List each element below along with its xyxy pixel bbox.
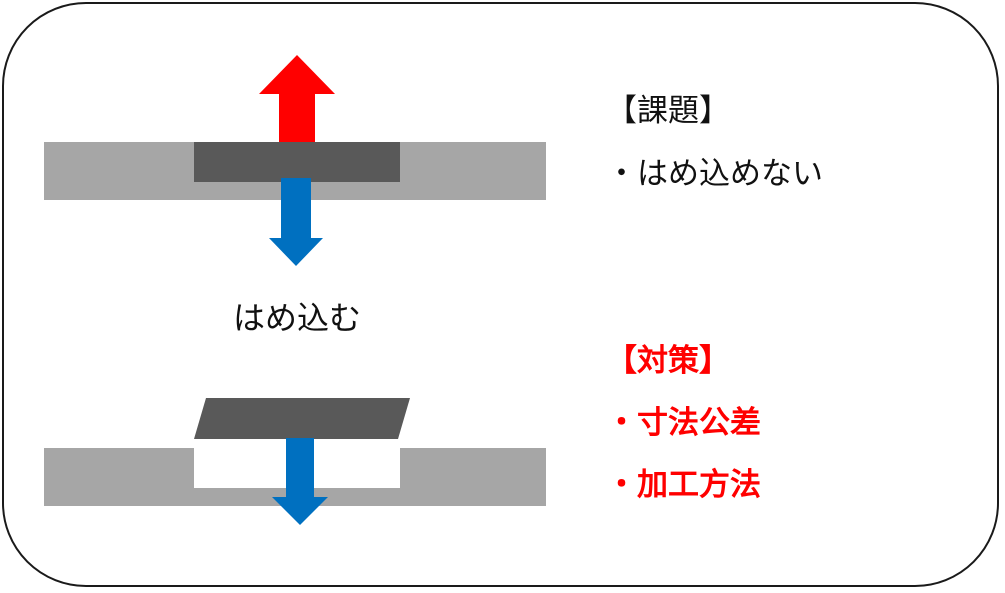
measure-item-machining: ・加工方法 bbox=[606, 467, 761, 503]
insert-verb-label: はめ込む bbox=[233, 299, 362, 337]
problem-item: ・はめ込めない bbox=[606, 156, 823, 192]
measure-heading: 【対策】 bbox=[606, 343, 730, 379]
problem-heading: 【課題】 bbox=[606, 93, 730, 129]
push-in-arrow-top-icon bbox=[269, 178, 323, 266]
top-inserted-part bbox=[194, 142, 400, 182]
measure-item-tolerance: ・寸法公差 bbox=[606, 405, 761, 441]
push-in-arrow-bottom-icon bbox=[272, 438, 328, 525]
bottom-tilted-part bbox=[194, 398, 410, 439]
pull-out-arrow-icon bbox=[259, 55, 335, 142]
